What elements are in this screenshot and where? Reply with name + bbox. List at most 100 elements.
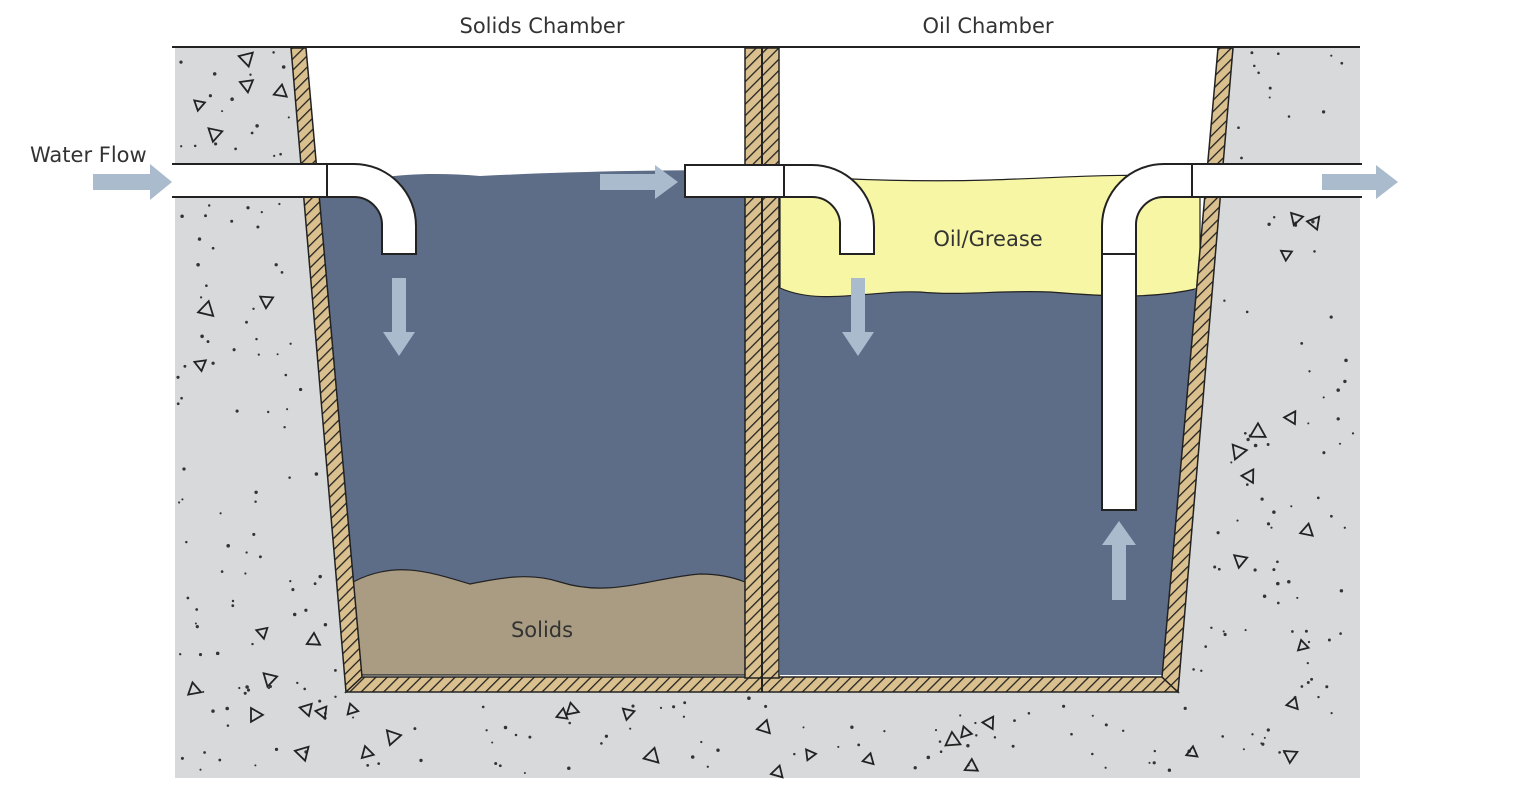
speckle-dot <box>1329 315 1333 319</box>
speckle-dot <box>256 225 260 229</box>
speckle-dot <box>195 608 199 611</box>
speckle-dot <box>481 705 485 709</box>
solids-chamber-water <box>318 170 745 675</box>
speckle-dot <box>318 574 322 579</box>
speckle-stone <box>192 99 207 113</box>
speckle-dot <box>260 210 263 214</box>
speckle-dot <box>235 409 239 413</box>
speckle-stone <box>1232 554 1249 570</box>
flow-arrows <box>93 164 1398 600</box>
speckle-dot <box>764 704 768 708</box>
speckle-dot <box>1344 358 1348 363</box>
speckle-dot <box>659 706 663 710</box>
speckle-dot <box>243 691 247 695</box>
speckle-dot <box>1339 589 1344 593</box>
speckle-dot <box>1322 396 1325 399</box>
speckle-dot <box>1011 744 1015 748</box>
speckle-dot <box>1276 52 1280 56</box>
speckle-stone <box>262 672 279 689</box>
speckle-dot <box>202 690 205 693</box>
speckle-dot <box>1243 431 1247 435</box>
speckle-dot <box>837 745 840 748</box>
speckle-dot <box>1270 526 1273 529</box>
speckle-dot <box>289 342 292 345</box>
speckle-dot <box>211 709 215 713</box>
speckle-stone <box>980 715 995 731</box>
speckle-dot <box>249 73 252 76</box>
speckle-dot <box>1263 736 1266 739</box>
speckle-dot <box>1276 560 1279 564</box>
speckle-dot <box>199 768 202 771</box>
speckle-dot <box>1242 748 1245 751</box>
speckle-dot <box>246 688 251 692</box>
speckle-dot <box>194 622 197 625</box>
speckle-dot <box>1027 712 1031 715</box>
speckle-dot <box>283 426 286 429</box>
outlet-pipe <box>1101 163 1362 511</box>
speckle-dot <box>1244 629 1247 632</box>
speckle-dot <box>716 748 720 752</box>
speckle-dot <box>503 725 508 730</box>
speckle-dot <box>1330 514 1333 518</box>
speckle-dot <box>926 755 931 760</box>
speckle-dot <box>267 687 270 690</box>
speckle-stone <box>293 745 310 763</box>
speckle-stone <box>1282 749 1299 765</box>
speckle-stone <box>554 706 569 720</box>
speckle-dot <box>683 701 687 705</box>
speckle-dot <box>1339 632 1342 635</box>
speckle-dot <box>245 551 248 554</box>
speckle-dot <box>1221 735 1225 738</box>
speckle-dot <box>629 727 632 730</box>
speckle-dot <box>802 726 805 729</box>
speckle-stone <box>769 763 784 779</box>
speckle-stone <box>944 730 963 747</box>
speckle-dot <box>181 498 184 501</box>
speckle-dot <box>1307 640 1311 644</box>
speckle-dot <box>218 758 222 762</box>
speckle-dot <box>200 334 204 339</box>
speckle-stone <box>305 631 322 646</box>
speckle-dot <box>966 744 970 748</box>
arrow-up-outlet-icon <box>1102 521 1136 600</box>
speckle-dot <box>604 734 609 738</box>
speckle-dot <box>1240 156 1243 160</box>
speckle-dot <box>1262 594 1267 599</box>
speckle-dot <box>1330 712 1333 715</box>
speckle-dot <box>252 307 255 310</box>
speckle-dot <box>1310 677 1314 681</box>
speckle-dot <box>1317 695 1320 699</box>
speckle-dot <box>257 353 260 356</box>
speckle-dot <box>1013 719 1016 722</box>
speckle-dot <box>292 612 297 617</box>
speckle-stone <box>1248 421 1268 438</box>
speckle-stone <box>1298 521 1315 537</box>
speckle-dot <box>274 747 279 752</box>
speckle-dot <box>1204 645 1208 648</box>
speckle-stone <box>236 51 255 69</box>
speckle-dot <box>1237 126 1240 130</box>
speckle-stone <box>346 701 360 716</box>
speckle-dot <box>706 765 709 768</box>
speckle-dot <box>323 622 328 627</box>
speckle-dot <box>682 715 686 718</box>
speckle-dot <box>1261 742 1265 746</box>
speckle-dot <box>1245 310 1249 314</box>
speckle-dot <box>212 72 217 76</box>
speckle-dot <box>1276 581 1280 586</box>
speckle-dot <box>244 572 247 575</box>
speckle-dot <box>1291 630 1294 633</box>
speckle-dot <box>180 396 183 400</box>
speckle-stone <box>1296 638 1311 652</box>
speckle-dot <box>1304 629 1308 633</box>
speckle-dot <box>1306 681 1310 684</box>
speckle-dot <box>600 742 603 745</box>
solids-label: Solids <box>511 618 573 642</box>
speckle-dot <box>974 721 977 725</box>
speckle-dot <box>528 735 532 739</box>
speckle-dot <box>1276 601 1280 605</box>
speckle-dot <box>230 97 234 101</box>
speckle-dot <box>251 642 254 646</box>
speckle-stone <box>621 707 637 722</box>
speckle-dot <box>1266 728 1270 732</box>
